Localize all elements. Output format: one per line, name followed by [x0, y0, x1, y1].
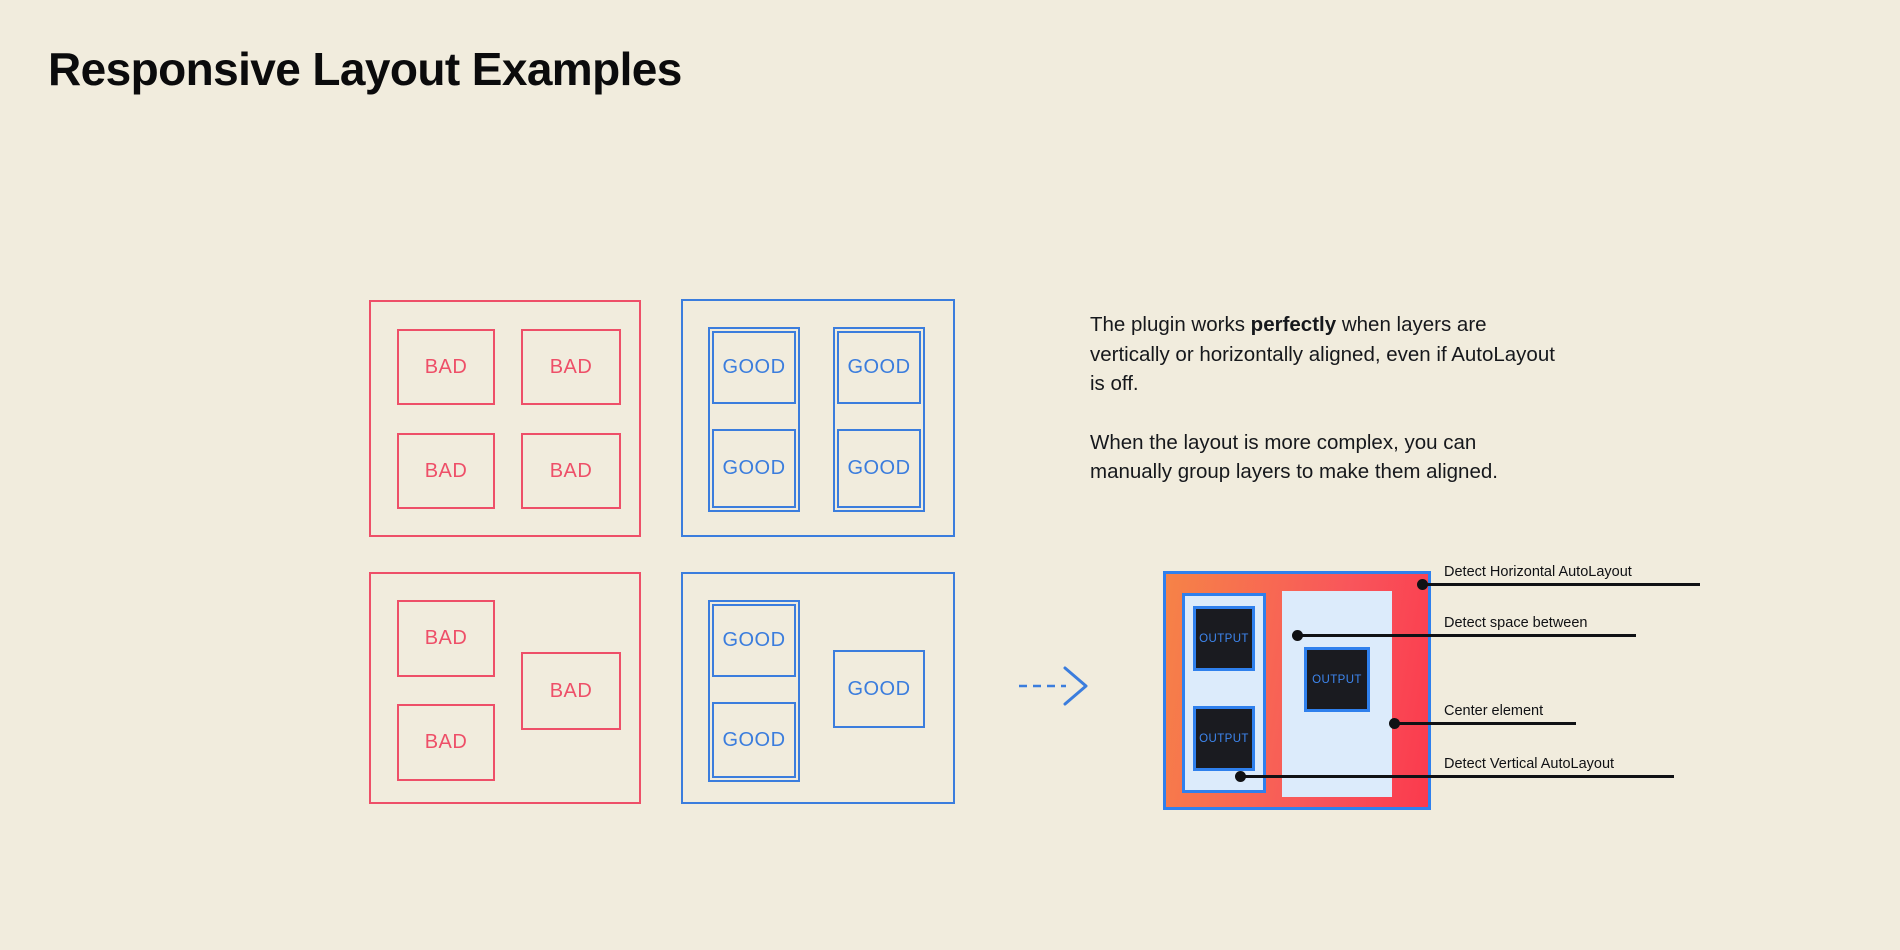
result-diagram: OUTPUT OUTPUT OUTPUT — [1163, 571, 1431, 810]
paragraph-1-part-a: The plugin works — [1090, 313, 1251, 336]
good-complex-panel: GOOD GOOD GOOD — [681, 572, 955, 804]
bad-cell: BAD — [397, 704, 495, 781]
callout-line — [1392, 722, 1576, 725]
bad-cell: BAD — [521, 652, 621, 730]
callout-anchor-dot — [1292, 630, 1303, 641]
page-title: Responsive Layout Examples — [48, 43, 682, 95]
good-cell: GOOD — [833, 650, 925, 728]
description-paragraph-2: When the layout is more complex, you can… — [1090, 430, 1498, 484]
callout-label: Detect Horizontal AutoLayout — [1444, 564, 1632, 580]
bad-cell: BAD — [521, 433, 621, 509]
bad-grid-panel: BAD BAD BAD BAD — [369, 300, 641, 537]
callout-line — [1295, 634, 1636, 637]
callout-anchor-dot — [1389, 718, 1400, 729]
good-cell: GOOD — [837, 429, 921, 508]
callout-label: Center element — [1444, 703, 1544, 719]
callout-label: Detect Vertical AutoLayout — [1444, 756, 1615, 772]
callout-line — [1238, 775, 1674, 778]
callout-line — [1420, 583, 1700, 586]
description-paragraph-1: The plugin works perfectly when layers a… — [1090, 310, 1560, 399]
good-grid-panel: GOOD GOOD GOOD GOOD — [681, 299, 955, 537]
output-box: OUTPUT — [1193, 606, 1255, 671]
bad-complex-panel: BAD BAD BAD — [369, 572, 641, 804]
good-cell: GOOD — [712, 702, 796, 778]
layer-group-wrapper — [708, 327, 800, 512]
paragraph-1-bold: perfectly — [1250, 313, 1337, 336]
good-cell: GOOD — [712, 604, 796, 677]
output-box: OUTPUT — [1304, 647, 1370, 712]
good-cell: GOOD — [712, 331, 796, 404]
callout-label: Detect space between — [1444, 615, 1588, 631]
callout-anchor-dot — [1417, 579, 1428, 590]
bad-cell: BAD — [521, 329, 621, 405]
output-box: OUTPUT — [1193, 706, 1255, 771]
bad-cell: BAD — [397, 433, 495, 509]
layer-group-wrapper — [833, 327, 925, 512]
description-text: The plugin works perfectly when layers a… — [1090, 310, 1560, 487]
good-cell: GOOD — [837, 331, 921, 404]
vertical-autolayout-group: OUTPUT OUTPUT — [1182, 593, 1266, 793]
layer-group-wrapper — [708, 600, 800, 782]
center-element-column: OUTPUT — [1282, 591, 1392, 797]
bad-cell: BAD — [397, 329, 495, 405]
good-cell: GOOD — [712, 429, 796, 508]
callout-anchor-dot — [1235, 771, 1246, 782]
paragraph-1-part-b: when layers are vertically or horizontal… — [1090, 313, 1555, 395]
dashed-arrow-right-icon — [1018, 665, 1090, 707]
bad-cell: BAD — [397, 600, 495, 677]
